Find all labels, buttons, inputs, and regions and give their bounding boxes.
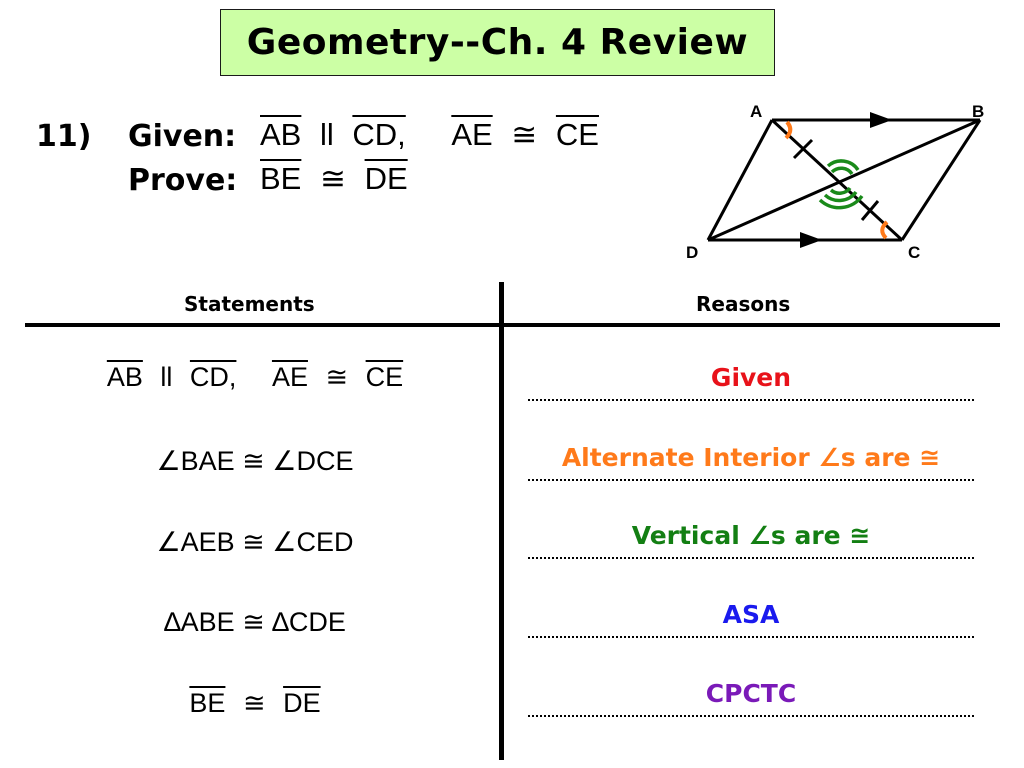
- prove-label: Prove:: [128, 163, 238, 198]
- congruent-symbol: ≅: [319, 161, 346, 196]
- given-label: Given:: [128, 119, 237, 154]
- vertical-angle-arcs: [818, 159, 864, 210]
- reason-line-3: [528, 557, 974, 559]
- statement-row-1: AB ll CD, AE ≅ CE: [106, 362, 404, 392]
- reason-row-2: Alternate Interior ∠s are ≅: [561, 443, 941, 472]
- parallel-arrow-ab: [870, 112, 892, 128]
- reason-line-1: [528, 399, 974, 401]
- title-box: Geometry--Ch. 4 Review: [220, 9, 775, 76]
- angle-arc-c: [880, 220, 889, 240]
- diagonal-bd-line: [707, 118, 981, 242]
- segment-ce: CE: [555, 117, 599, 152]
- statement-row-3: ∠AEB ≅ ∠CED: [156, 527, 354, 557]
- table-header-divider: [25, 323, 1000, 327]
- tick-mark-ae: [792, 138, 814, 160]
- header-reasons: Reasons: [696, 292, 791, 316]
- vertex-label-d: D: [686, 243, 698, 262]
- vertex-label-a: A: [750, 102, 762, 121]
- reason-line-2: [528, 479, 974, 481]
- reason-row-4: ASA: [722, 600, 780, 629]
- reason-row-1: Given: [710, 363, 792, 392]
- reason-line-5: [528, 715, 974, 717]
- parallelogram-diagram: A B C D: [686, 102, 984, 262]
- segment-ad-line: [706, 119, 774, 241]
- table-column-divider: [499, 282, 504, 760]
- problem-number: 11): [36, 119, 92, 154]
- vertex-label-c: C: [908, 243, 920, 262]
- parallel-arrow-dc: [800, 232, 822, 248]
- prove-expression: BE ≅ DE: [260, 161, 408, 197]
- tick-mark-ce: [860, 200, 880, 221]
- given-expression: AB ll CD, AE ≅ CE: [260, 117, 599, 153]
- diagonal-ac-line: [770, 118, 904, 242]
- page-title: Geometry--Ch. 4 Review: [246, 22, 749, 63]
- statement-row-4: ∆ABE ≅ ∆CDE: [164, 607, 346, 637]
- segment-ae: AE: [451, 117, 493, 152]
- segment-bc-line: [900, 119, 982, 241]
- segment-be: BE: [260, 161, 302, 196]
- statement-row-5: BE ≅ DE: [189, 688, 321, 718]
- segment-ab: AB: [260, 117, 302, 152]
- reason-row-5: CPCTC: [705, 679, 797, 708]
- statement-row-2: ∠BAE ≅ ∠DCE: [156, 446, 354, 476]
- segment-de: DE: [364, 161, 408, 196]
- header-statements: Statements: [184, 292, 315, 316]
- reason-line-4: [528, 636, 974, 638]
- congruent-symbol: ≅: [511, 117, 538, 152]
- angle-arc-a: [784, 120, 793, 140]
- reason-row-3: Vertical ∠s are ≅: [631, 521, 871, 550]
- parallel-symbol: ll: [319, 117, 334, 152]
- vertex-label-b: B: [972, 102, 984, 121]
- figure-lines: [706, 118, 982, 242]
- segment-cd: CD,: [352, 117, 406, 152]
